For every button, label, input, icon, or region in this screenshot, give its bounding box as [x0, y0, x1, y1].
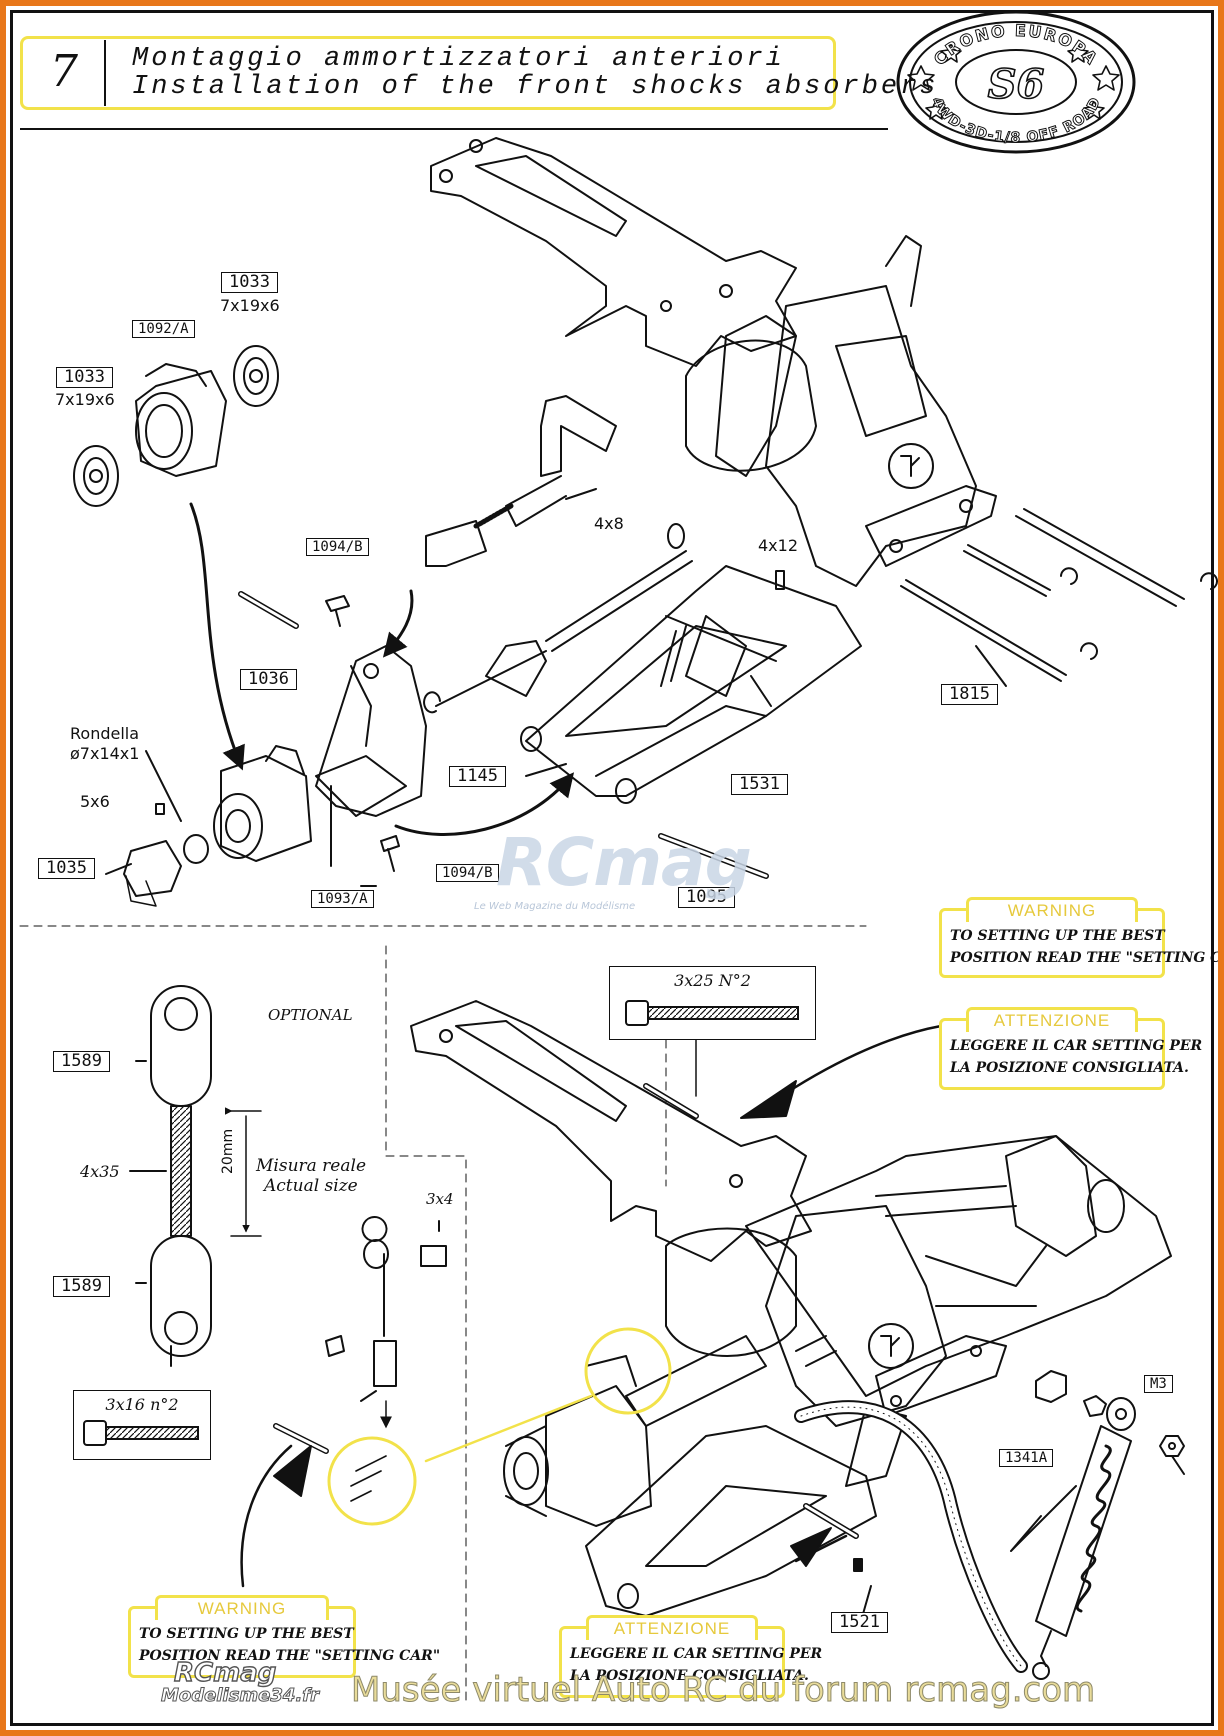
footer-watermark: Musée virtuel Auto RC du forum rcmag.com [350, 1670, 1096, 1711]
hub-carrier [123, 745, 312, 907]
bolt-3x16-icon [83, 1420, 199, 1446]
attenzione-line-2: LA POSIZIONE CONSIGLIATA. [950, 1060, 1189, 1076]
warning-left-line-1: TO SETTING UP THE BEST [139, 1626, 354, 1642]
warning-note-left: WARNING TO SETTING UP THE BEST POSITION … [128, 1595, 441, 1678]
assembly-arrow-3 [394, 772, 575, 836]
front-upper-plate [430, 137, 797, 367]
rondella-label: Rondella [70, 724, 140, 743]
part-1145: 1145 [449, 766, 506, 787]
part-1035: 1035 [38, 858, 95, 879]
rcmag-watermark-subtitle: Le Web Magazine du Modélisme [474, 901, 636, 912]
title-box [20, 36, 836, 110]
part-1092a: 1092/A [132, 320, 195, 338]
assembly-arrow-2 [382, 589, 414, 658]
optional-label: OPTIONAL [268, 1006, 353, 1024]
front-bulkhead [685, 235, 997, 587]
part-1589-top: 1589 [53, 1051, 110, 1072]
title-underline [20, 128, 888, 130]
hinge-pins [900, 508, 1218, 682]
part-m3: M3 [1144, 1375, 1173, 1393]
part-1095: 1095 [678, 887, 735, 908]
size-4x12: 4x12 [758, 536, 799, 555]
bolt-3x25-box: 3x25 N°2 [609, 966, 816, 1040]
assembly-arrow-1 [189, 502, 245, 771]
step-number: 7 [50, 46, 78, 97]
caster-block-1093a [315, 645, 427, 817]
part-1094b-upper: 1094/B [306, 538, 369, 556]
footer-rcmag-logo: RCmag [173, 1657, 277, 1688]
part-1531: 1531 [731, 774, 788, 795]
warning-heading-left: WARNING [155, 1595, 329, 1620]
upper-wishbone [425, 395, 617, 567]
attenzione-line-1: LEGGERE IL CAR SETTING PER [950, 1038, 1203, 1054]
lower-arm-1531 [520, 565, 862, 804]
part-1589-bottom: 1589 [53, 1276, 110, 1297]
part-1036: 1036 [240, 669, 297, 690]
assembly-drawing [19, 10, 1218, 1707]
warning-line-2: POSITION READ THE "SETTING CAR" [950, 950, 1224, 966]
part-1521: 1521 [831, 1612, 888, 1633]
part-1094b-lower: 1094/B [436, 864, 499, 882]
attenzione-note-right: ATTENZIONE LEGGERE IL CAR SETTING PER LA… [939, 1007, 1203, 1090]
warning-left-line-2: POSITION READ THE "SETTING CAR" [139, 1648, 441, 1664]
measure-italian: Misura reale [256, 1156, 367, 1176]
attenzione-text: LEGGERE IL CAR SETTING PER LA POSIZIONE … [950, 1035, 1203, 1079]
small-hardware [155, 488, 785, 879]
bolt-3x16-box: 3x16 n°2 [73, 1390, 211, 1460]
size-4x35: 4x35 [80, 1162, 120, 1181]
part-1033-left: 1033 [56, 367, 113, 388]
footer-modelisme34-logo: Modelisme34.fr [161, 1685, 320, 1707]
size-4x8: 4x8 [594, 514, 624, 533]
logo-text-layer: CRONO EUROPA 4WD-3D-1/8 OFF ROAD S6 [927, 20, 1103, 146]
turnbuckle-1589 [129, 985, 262, 1357]
rcmag-watermark: RCmag [496, 824, 752, 901]
part-1033-left-size: 7x19x6 [55, 390, 115, 409]
size-5x6: 5x6 [80, 792, 110, 811]
warning-text-left: TO SETTING UP THE BEST POSITION READ THE… [139, 1623, 441, 1667]
size-20mm: 20mm [220, 1128, 236, 1174]
complete-front-assembly [503, 1135, 1172, 1617]
part-1341a: 1341A [999, 1449, 1054, 1467]
rondella-size: ø7x14x1 [70, 744, 140, 763]
attenzione-note-bottom: ATTENZIONE LEGGERE IL CAR SETTING PER LA… [559, 1615, 823, 1698]
attenzione-bottom-line-2: LA POSIZIONE CONSIGLIATA. [570, 1668, 809, 1684]
title-italian: Montaggio ammortizzatori anteriori [132, 44, 785, 74]
attenzione-text-bottom: LEGGERE IL CAR SETTING PER LA POSIZIONE … [570, 1643, 823, 1687]
rod-end-parts [325, 1216, 447, 1429]
part-1815: 1815 [941, 684, 998, 705]
warning-line-1: TO SETTING UP THE BEST [950, 928, 1165, 944]
bolt-3x25-icon [625, 1000, 799, 1026]
part-1033-top-size: 7x19x6 [220, 296, 280, 315]
crono-europa-logo [896, 10, 1136, 154]
steering-block-1092a [73, 345, 279, 507]
title-english: Installation of the front shocks absorbe… [132, 72, 939, 102]
measure-english: Actual size [264, 1176, 358, 1196]
size-3x4: 3x4 [426, 1190, 454, 1208]
warning-text: TO SETTING UP THE BEST POSITION READ THE… [950, 925, 1224, 969]
attenzione-heading: ATTENZIONE [966, 1007, 1138, 1032]
bolt-3x25-caption: 3x25 N°2 [674, 971, 751, 990]
attenzione-heading-bottom: ATTENZIONE [586, 1615, 758, 1640]
part-1033-top: 1033 [221, 272, 278, 293]
warning-note-right: WARNING TO SETTING UP THE BEST POSITION … [939, 897, 1224, 978]
warning-heading: WARNING [966, 897, 1138, 922]
lower-front-plate [410, 1000, 812, 1262]
title-separator [104, 40, 106, 106]
part-1093a: 1093/A [311, 890, 374, 908]
logo-center-text: S6 [988, 61, 1045, 108]
drive-shaft-1145 [423, 523, 693, 714]
shock-absorber [1032, 1370, 1185, 1680]
bolt-3x16-caption: 3x16 n°2 [105, 1395, 179, 1414]
attenzione-bottom-line-1: LEGGERE IL CAR SETTING PER [570, 1646, 823, 1662]
